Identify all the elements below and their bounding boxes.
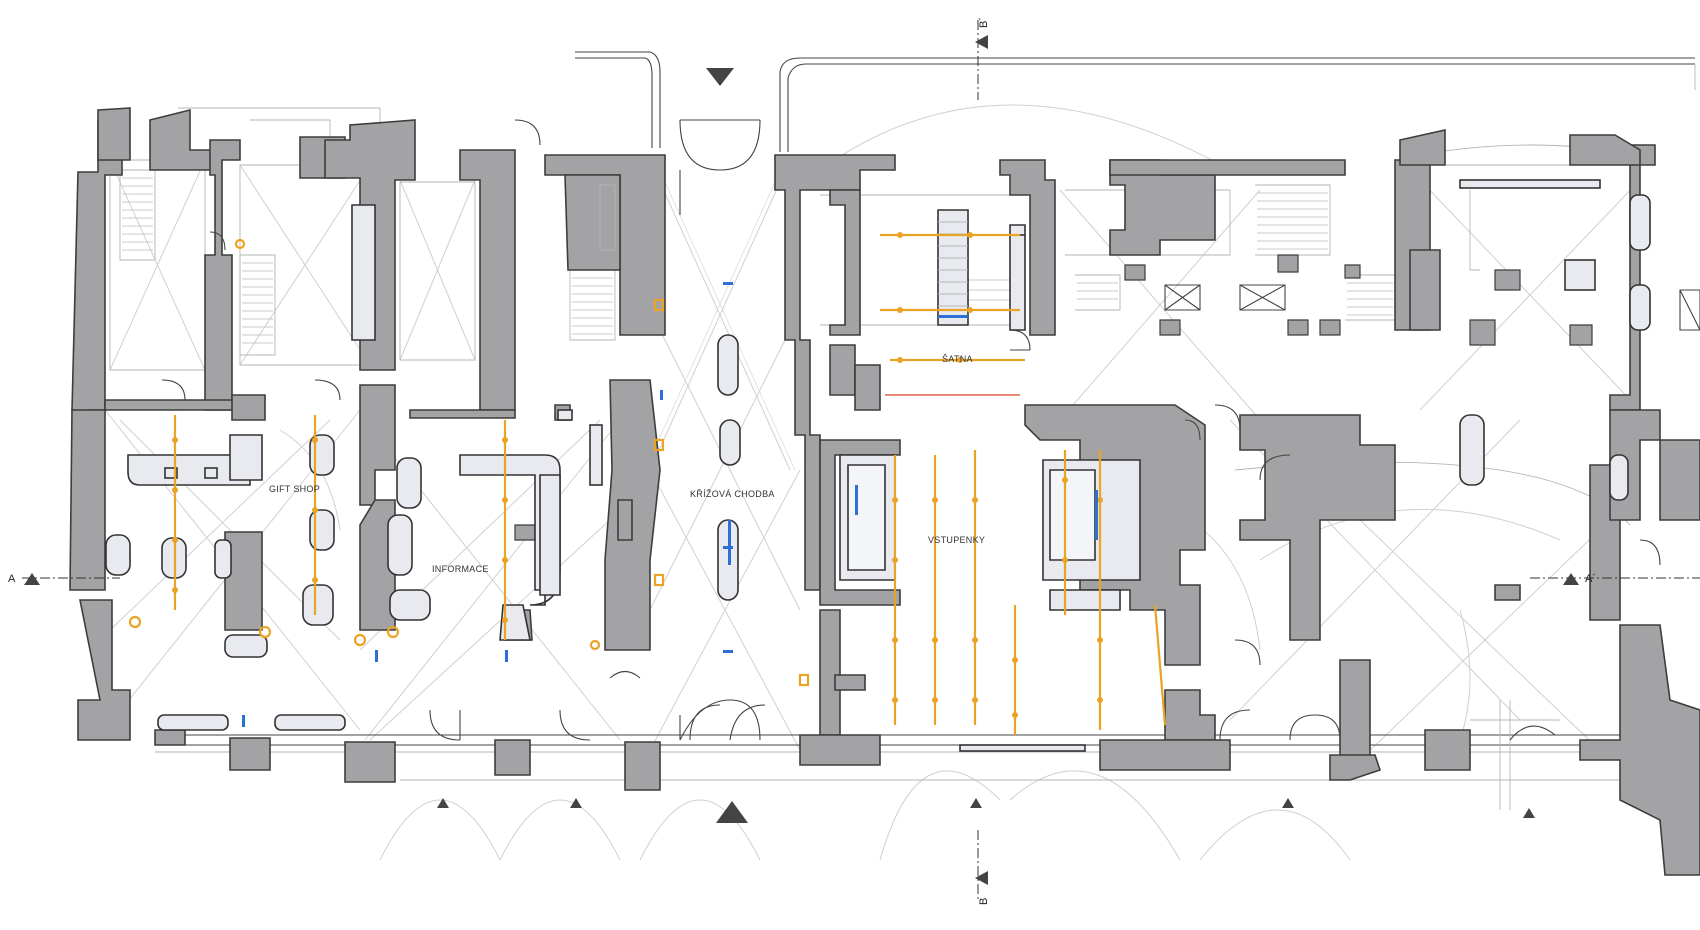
room-label-vstupenky: VSTUPENKY bbox=[928, 535, 986, 545]
blue-accents bbox=[242, 282, 1098, 727]
thin-outlines bbox=[109, 51, 1696, 810]
room-label-informace: INFORMACE bbox=[432, 564, 489, 574]
vault-lines bbox=[104, 104, 1641, 861]
section-label-b-bottom: B bbox=[978, 897, 990, 905]
room-label-gift-shop: GIFT SHOP bbox=[269, 484, 321, 494]
room-label-satna: ŠATNA bbox=[942, 354, 973, 364]
section-label-a-left: A bbox=[8, 573, 16, 585]
furniture bbox=[105, 179, 1700, 752]
walls bbox=[69, 107, 1700, 876]
doors bbox=[161, 119, 1661, 741]
room-label-krizova-chodba: KŘÍŽOVÁ CHODBA bbox=[690, 489, 775, 499]
section-label-a-right: A´ bbox=[1585, 573, 1596, 585]
light-fixtures bbox=[128, 232, 1103, 718]
section-label-b-top: B´ bbox=[978, 17, 990, 28]
section-markers bbox=[22, 20, 1700, 900]
